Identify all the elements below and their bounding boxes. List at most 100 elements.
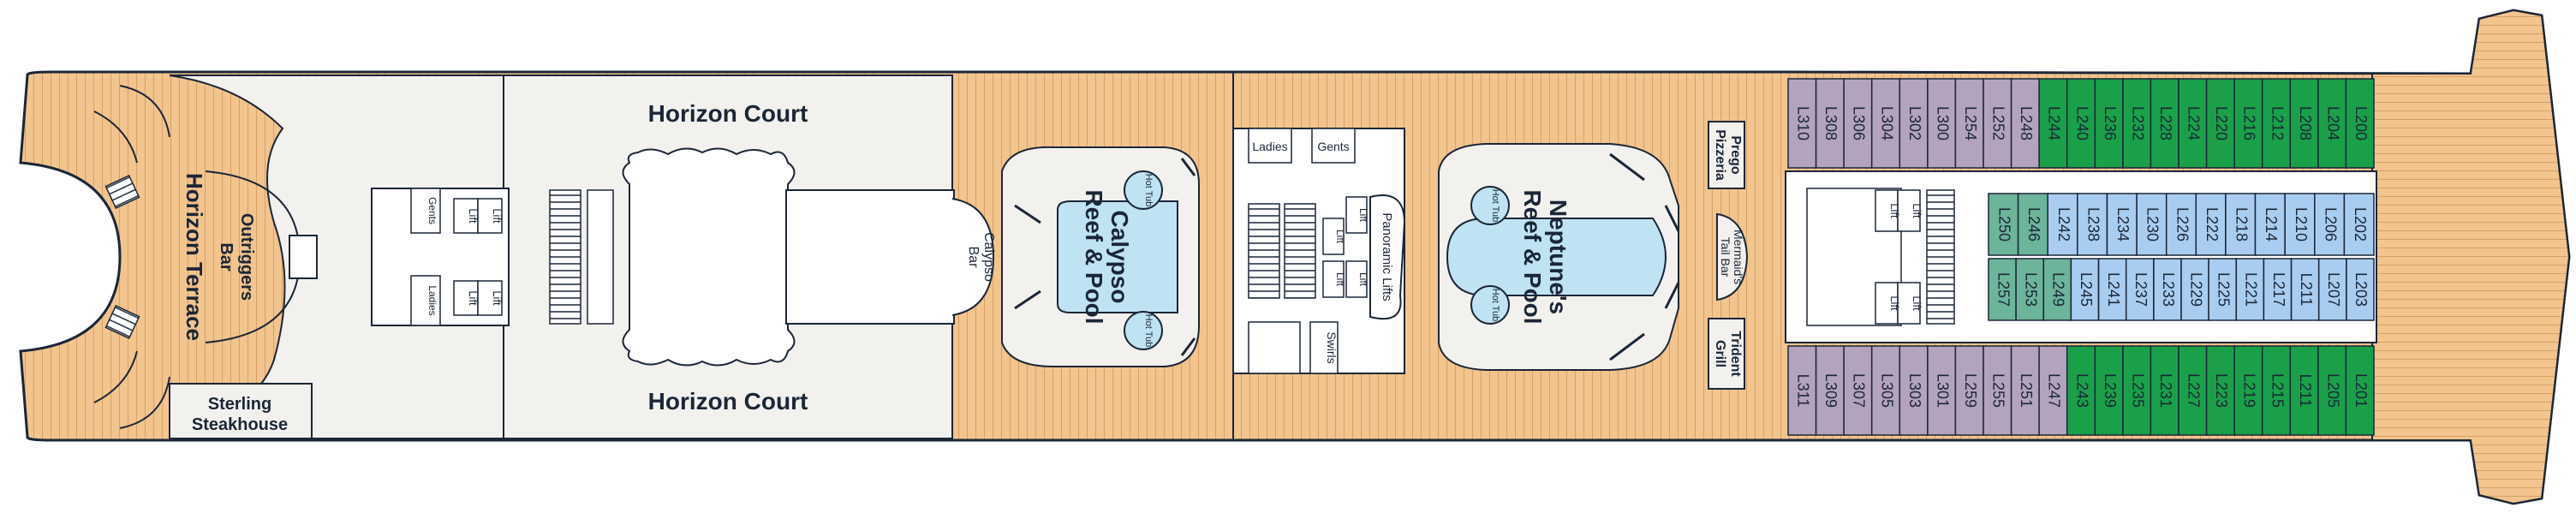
neptunes-hot-tub-top xyxy=(1470,186,1510,225)
cabin-label-l214: L214 xyxy=(2263,207,2280,242)
cabin-l212[interactable] xyxy=(2261,78,2292,169)
cabin-l219[interactable] xyxy=(2233,345,2263,436)
cabin-l208[interactable] xyxy=(2289,78,2319,169)
cabin-l231[interactable] xyxy=(2150,345,2179,436)
calypso-bar-label-line2[interactable]: Bar xyxy=(966,247,981,269)
cabin-l228[interactable] xyxy=(2150,78,2179,169)
calypso-pool-label-line2[interactable]: Reef & Pool xyxy=(1081,189,1107,324)
cabin-l304[interactable] xyxy=(1870,78,1901,169)
cabin-label-l304: L304 xyxy=(1878,106,1895,140)
cabin-l239[interactable] xyxy=(2094,345,2124,436)
neptunes-hot-tub-top-label: Hot Tub xyxy=(1490,189,1500,223)
cabin-l236[interactable] xyxy=(2094,78,2124,169)
neptunes-pool-label-line1[interactable]: Neptune's xyxy=(1545,200,1571,314)
cabin-l221[interactable] xyxy=(2235,258,2265,321)
cabin-l214[interactable] xyxy=(2254,193,2286,256)
cabin-l309[interactable] xyxy=(1815,345,1845,436)
forward-lift-1-label: Lift xyxy=(1888,203,1901,218)
cabin-label-l242: L242 xyxy=(2055,207,2072,242)
cabin-l259[interactable] xyxy=(1954,345,1984,436)
cabin-l206[interactable] xyxy=(2314,193,2346,256)
horizon-court-buffet-island xyxy=(622,147,796,367)
aft-gents-room xyxy=(410,188,441,234)
neptunes-pool-water xyxy=(1446,218,1667,296)
prego-pizzeria-label-line2[interactable]: Pizzeria xyxy=(1713,129,1727,181)
cabin-l257[interactable] xyxy=(1988,258,2017,321)
cabin-label-l205: L205 xyxy=(2324,373,2341,408)
outriggers-bar-label-line1[interactable]: Outriggers xyxy=(237,213,256,301)
cabin-l235[interactable] xyxy=(2122,345,2152,436)
cabin-l202[interactable] xyxy=(2343,193,2375,256)
cabin-l246[interactable] xyxy=(2017,193,2048,256)
cabin-l255[interactable] xyxy=(1983,345,2012,436)
cabin-l305[interactable] xyxy=(1870,345,1901,436)
cabin-l250[interactable] xyxy=(1988,193,2019,256)
cabin-l201[interactable] xyxy=(2345,345,2375,436)
sterling-steakhouse-label-line2[interactable]: Steakhouse xyxy=(192,415,288,434)
cabin-l229[interactable] xyxy=(2180,258,2209,321)
horizon-court-top-label[interactable]: Horizon Court xyxy=(648,100,808,127)
cabin-l227[interactable] xyxy=(2178,345,2208,436)
neptunes-hot-tub-bottom-label: Hot Tub xyxy=(1490,289,1500,322)
cabin-l237[interactable] xyxy=(2125,258,2155,321)
aft-lift-2 xyxy=(477,198,503,234)
cabin-l307[interactable] xyxy=(1843,345,1873,436)
cabin-l200[interactable] xyxy=(2345,78,2375,169)
mid-lift-3 xyxy=(1345,196,1368,234)
cabin-l204[interactable] xyxy=(2317,78,2347,169)
cabin-l211[interactable] xyxy=(2290,258,2320,321)
trident-grill-label-line2[interactable]: Grill xyxy=(1713,340,1727,367)
cabin-l216[interactable] xyxy=(2233,78,2263,169)
cabin-l218[interactable] xyxy=(2225,193,2257,256)
cabin-l215[interactable] xyxy=(2261,345,2292,436)
cabin-label-l226: L226 xyxy=(2174,207,2191,242)
calypso-bar-label-line1[interactable]: Calypso xyxy=(981,232,996,282)
cabin-l223[interactable] xyxy=(2205,345,2235,436)
cabin-l244[interactable] xyxy=(2038,78,2068,169)
cabin-l232[interactable] xyxy=(2122,78,2152,169)
trident-grill-label-line1[interactable]: Trident xyxy=(1728,331,1743,377)
cabin-l253[interactable] xyxy=(2015,258,2044,321)
panoramic-lifts-label[interactable]: Panoramic Lifts xyxy=(1380,212,1394,301)
cabin-l249[interactable] xyxy=(2042,258,2072,321)
outriggers-bar-label-line2[interactable]: Bar xyxy=(217,242,236,271)
aft-stairs-bottom xyxy=(104,304,140,340)
swirls-counter xyxy=(1309,321,1339,374)
prego-pizzeria-label-line1[interactable]: Prego xyxy=(1728,135,1743,175)
cabin-l300[interactable] xyxy=(1927,78,1957,169)
cabin-l303[interactable] xyxy=(1899,345,1929,436)
cabin-l207[interactable] xyxy=(2317,258,2347,321)
calypso-pool-label-line1[interactable]: Calypso xyxy=(1106,211,1133,304)
cabin-l247[interactable] xyxy=(2038,345,2068,436)
sterling-steakhouse-label-line1[interactable]: Sterling xyxy=(208,395,271,414)
cabin-l238[interactable] xyxy=(2077,193,2108,256)
calypso-pool-water xyxy=(1057,200,1178,313)
cabin-l248[interactable] xyxy=(2010,78,2040,169)
mermaids-tail-bar-label-line2[interactable]: Tail Bar xyxy=(1719,237,1732,277)
cabin-l310[interactable] xyxy=(1787,78,1817,169)
cabin-l226[interactable] xyxy=(2165,193,2197,256)
cabin-l251[interactable] xyxy=(2010,345,2040,436)
cabin-label-l309: L309 xyxy=(1822,373,1840,408)
cabin-l245[interactable] xyxy=(2070,258,2100,321)
cabin-label-l211: L211 xyxy=(2297,374,2314,408)
panoramic-lifts-outline xyxy=(1369,194,1406,320)
cabin-l220[interactable] xyxy=(2205,78,2235,169)
mermaids-tail-bar-label-line1[interactable]: Mermaid's xyxy=(1732,230,1745,284)
cabin-l233[interactable] xyxy=(2153,258,2182,321)
swirls-label[interactable]: Swirls xyxy=(1325,331,1339,363)
aft-terrace-steps xyxy=(93,85,170,429)
cabin-l243[interactable] xyxy=(2066,345,2096,436)
mid-lift-4-label: Lift xyxy=(1357,272,1369,287)
cabin-label-l220: L220 xyxy=(2213,106,2230,140)
cabin-l203[interactable] xyxy=(2346,258,2375,321)
cabin-l230[interactable] xyxy=(2136,193,2168,256)
cabin-l234[interactable] xyxy=(2106,193,2138,256)
forward-lift-1 xyxy=(1875,189,1899,232)
horizon-terrace-label[interactable]: Horizon Terrace xyxy=(182,173,207,341)
cabin-label-l311: L311 xyxy=(1795,374,1812,408)
horizon-court-bottom-label[interactable]: Horizon Court xyxy=(648,388,808,415)
cabin-l222[interactable] xyxy=(2195,193,2227,256)
cabin-l254[interactable] xyxy=(1954,78,1984,169)
neptunes-pool-label-line2[interactable]: Reef & Pool xyxy=(1519,189,1546,324)
